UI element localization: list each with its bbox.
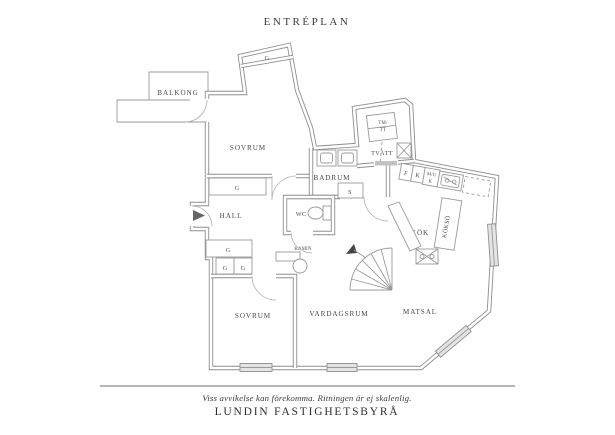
door-threshold bbox=[375, 161, 397, 166]
closet-label: G bbox=[235, 185, 240, 192]
kitchen-island bbox=[433, 197, 463, 251]
brand-name: LUNDIN FASTIGHETSBYRÅ bbox=[215, 404, 400, 418]
door-arcs bbox=[184, 99, 389, 301]
stair-direction-arrow-icon bbox=[346, 244, 357, 254]
window-icons bbox=[239, 223, 499, 372]
room-label-kokso: KÖKSÖ bbox=[441, 215, 452, 239]
toilet-icon bbox=[307, 205, 332, 221]
stove-icon bbox=[415, 248, 439, 265]
room-label-balkong: BALKONG bbox=[157, 89, 198, 97]
room-label-hall: HALL bbox=[220, 212, 243, 220]
micro-oven-label-2: K bbox=[428, 179, 433, 185]
spiral-staircase bbox=[346, 244, 393, 291]
closet-label: G bbox=[226, 247, 231, 254]
room-label-sovrum-lower: SOVRUM bbox=[235, 312, 271, 320]
entry-arrow-icon bbox=[193, 210, 205, 221]
fireplace-label: KAMIN bbox=[294, 247, 312, 252]
outer-walls bbox=[189, 42, 500, 371]
balcony-outline bbox=[116, 71, 209, 123]
room-label-kok: KÖK bbox=[411, 228, 429, 237]
cabinet-label: S bbox=[348, 189, 352, 196]
closet-box bbox=[208, 177, 267, 196]
room-label-matsal: MATSAL bbox=[403, 308, 437, 316]
washer-dryer bbox=[365, 111, 398, 143]
closet-box bbox=[233, 257, 253, 275]
freezer-label: F bbox=[403, 170, 408, 178]
interior-walls bbox=[207, 54, 415, 368]
washer-dryer-label-2: TT bbox=[380, 128, 386, 133]
shaft-icon bbox=[396, 142, 412, 159]
closet-label: G bbox=[241, 265, 246, 272]
plan-title: ENTRÉPLAN bbox=[264, 16, 351, 28]
disclaimer-text: Viss avvikelse kan förekomma. Ritningen … bbox=[202, 393, 411, 403]
closet-label: G bbox=[265, 55, 270, 62]
micro-oven-label-1: M/U bbox=[426, 172, 437, 179]
counter-angled bbox=[387, 201, 422, 252]
vanity-sinks bbox=[316, 149, 358, 167]
fridge-label: K bbox=[415, 172, 421, 180]
room-label-sovrum-upper: SOVRUM bbox=[230, 144, 266, 152]
kitchen-counter: F K M/U K bbox=[398, 162, 492, 198]
closet-box bbox=[205, 239, 253, 258]
closet-label: G bbox=[223, 265, 228, 272]
room-label-vardagsrum: VARDAGSRUM bbox=[309, 310, 368, 318]
washer-dryer-label-1: TM/ bbox=[378, 121, 388, 126]
cabinet-box bbox=[337, 182, 364, 199]
room-label-wc: WC bbox=[296, 211, 307, 218]
room-label-badrum: BADRUM bbox=[314, 174, 351, 182]
laundry-dashed-line bbox=[379, 141, 383, 165]
closets bbox=[205, 177, 267, 275]
fireplace-icon bbox=[275, 251, 308, 274]
room-label-tvatt: TVÄTT bbox=[371, 150, 393, 157]
